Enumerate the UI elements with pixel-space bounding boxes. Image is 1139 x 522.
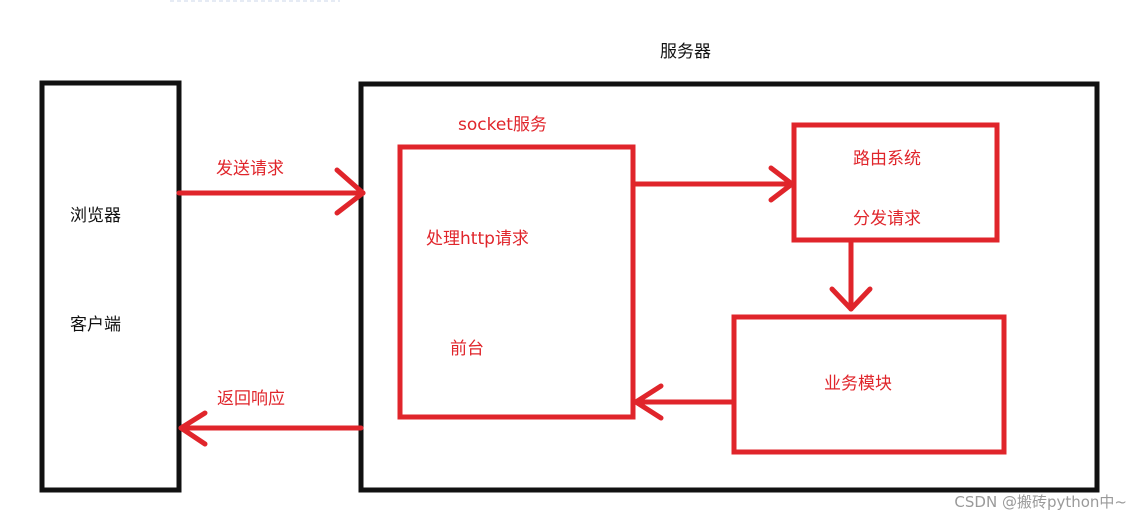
socket-service-title: socket服务 (458, 115, 547, 135)
socket-service-description: 处理http请求 (426, 229, 529, 249)
business-module-label: 业务模块 (824, 374, 892, 394)
router-label-dispatch: 分发请求 (853, 209, 921, 229)
router-to-business-arrow (829, 237, 873, 312)
return-response-label: 返回响应 (217, 389, 285, 409)
business-to-socket-arrow (633, 383, 737, 421)
client-label-client: 客户端 (70, 315, 121, 335)
socket-service-box (397, 144, 636, 420)
send-request-arrow (176, 167, 366, 216)
socket-to-router-arrow (630, 165, 795, 203)
server-box (358, 81, 1100, 493)
send-request-label: 发送请求 (216, 159, 284, 179)
cropped-header-residue (170, 0, 340, 2)
return-response-arrow (178, 410, 364, 447)
server-title: 服务器 (660, 42, 711, 62)
client-box (39, 80, 182, 493)
router-label-system: 路由系统 (853, 149, 921, 169)
business-module-box (731, 314, 1007, 455)
client-label-browser: 浏览器 (70, 206, 121, 226)
csdn-watermark: CSDN @搬砖python中~ (954, 493, 1127, 511)
socket-service-frontend: 前台 (450, 339, 484, 359)
